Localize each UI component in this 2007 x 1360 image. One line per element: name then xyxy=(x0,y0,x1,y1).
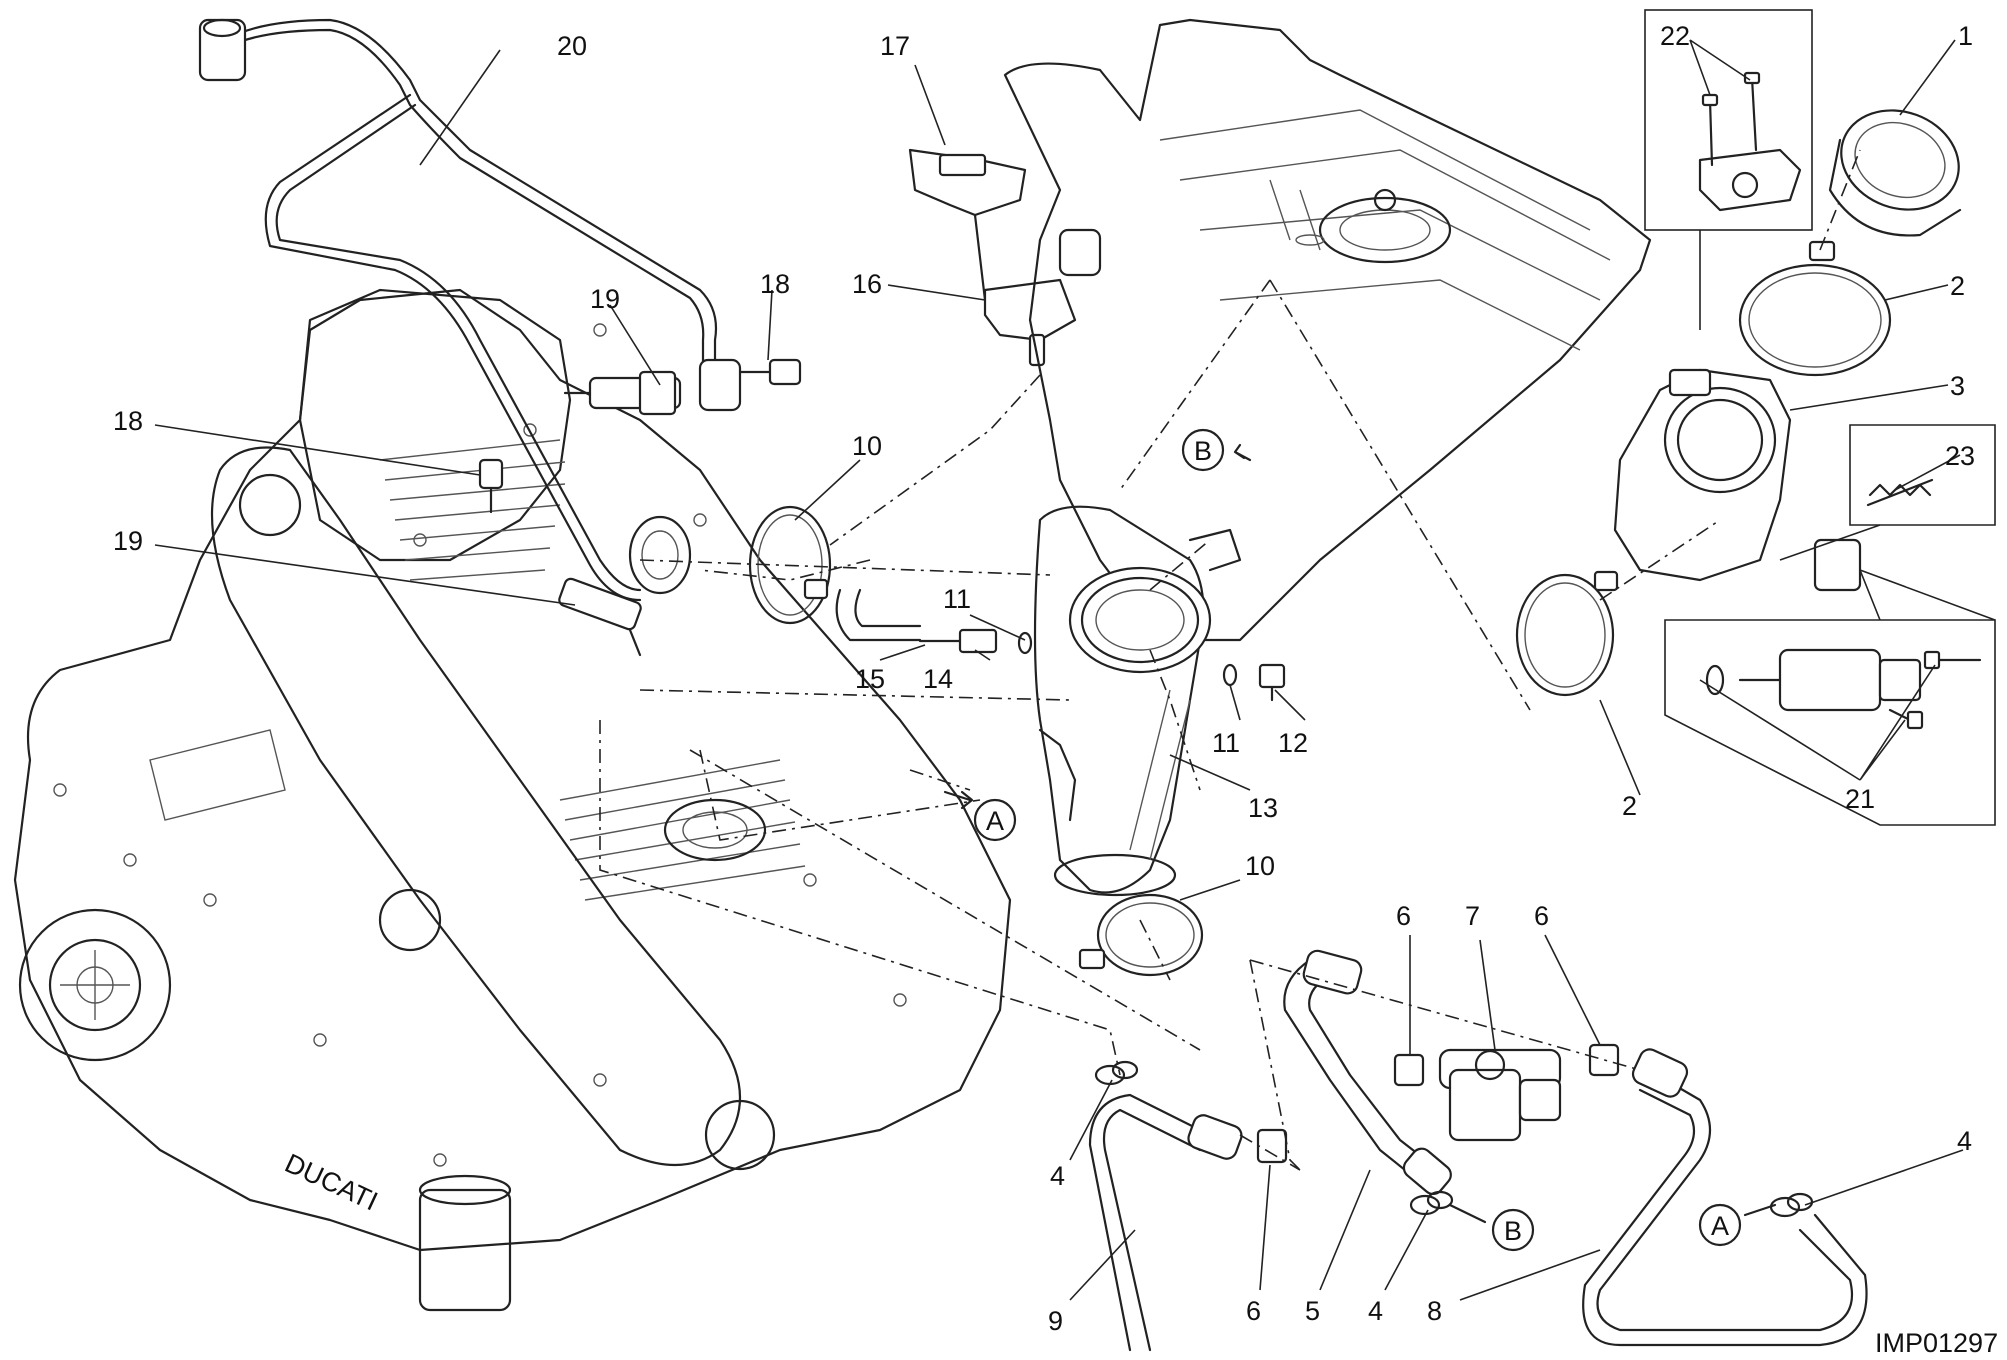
callout-6-bottom: 6 xyxy=(1246,1296,1261,1326)
callout-11-upper: 11 xyxy=(943,584,971,614)
callout-20: 20 xyxy=(557,31,587,61)
seal-11-left xyxy=(1017,631,1033,655)
hose-15 xyxy=(835,588,922,642)
callout-13: 13 xyxy=(1248,793,1278,823)
clamp-2-upper xyxy=(1738,240,1892,377)
airbox xyxy=(1003,18,1652,642)
callout-16: 16 xyxy=(852,269,882,299)
marker-a-hose-label: A xyxy=(1711,1211,1729,1241)
engine-brand-label: DUCATI xyxy=(280,1148,382,1217)
fuel-injector-lower xyxy=(558,577,642,657)
callout-22: 22 xyxy=(1660,21,1690,51)
callout-10-lower: 10 xyxy=(1245,851,1275,881)
callout-2-lower: 2 xyxy=(1622,791,1637,821)
callout-8: 8 xyxy=(1427,1296,1442,1326)
marker-a-main-label: A xyxy=(986,806,1004,836)
callout-11-lower: 11 xyxy=(1212,728,1240,758)
callout-7: 7 xyxy=(1465,901,1480,931)
intake-manifold-13 xyxy=(1033,505,1242,897)
marker-b-airbox-label: B xyxy=(1194,436,1212,466)
plug-12 xyxy=(1258,663,1286,702)
callout-numbers: 1 2 2 3 4 4 4 5 6 6 6 7 8 9 10 10 11 11 … xyxy=(113,21,1975,1336)
bolt-18-upper xyxy=(738,358,802,386)
spring-23 xyxy=(1866,478,1934,507)
clamp-10-lower xyxy=(1078,893,1204,977)
tps-sensor-22 xyxy=(1698,71,1802,212)
leader-lines xyxy=(154,39,1964,1301)
callout-4-right: 4 xyxy=(1957,1126,1972,1156)
callout-21: 21 xyxy=(1845,784,1875,814)
fitting-14 xyxy=(918,628,998,654)
callout-15: 15 xyxy=(855,664,885,694)
clip-4-mid xyxy=(1409,1190,1454,1216)
bolt-18-lower xyxy=(478,458,504,514)
hose-5 xyxy=(1283,949,1452,1196)
breather-pipe xyxy=(198,18,742,602)
callout-12: 12 xyxy=(1278,728,1308,758)
detail-box-21 xyxy=(1664,619,1996,826)
hose-9 xyxy=(1088,1093,1243,1352)
callout-18-left: 18 xyxy=(113,406,143,436)
assembly-lines xyxy=(599,149,1861,1171)
callout-9: 9 xyxy=(1048,1306,1063,1336)
marker-b-hose-label: B xyxy=(1504,1216,1522,1246)
callout-18-upper: 18 xyxy=(760,269,790,299)
map-sensor-17 xyxy=(908,148,1027,302)
detail-box-23 xyxy=(1849,424,1996,526)
callout-6-right: 6 xyxy=(1534,901,1549,931)
intake-duct-1 xyxy=(1828,109,1962,237)
clip-4-left xyxy=(1094,1060,1139,1086)
drawing-code: IMP01297 xyxy=(1875,1328,1998,1358)
callout-4-left: 4 xyxy=(1050,1161,1065,1191)
seal-11-right xyxy=(1222,663,1238,687)
clamp-10-upper xyxy=(748,505,832,625)
clamp-6-right xyxy=(1588,1043,1620,1077)
callout-19-left: 19 xyxy=(113,526,143,556)
clamp-2-lower xyxy=(1515,570,1619,697)
callout-5: 5 xyxy=(1305,1296,1320,1326)
callout-3: 3 xyxy=(1950,371,1965,401)
callout-2-upper: 2 xyxy=(1950,271,1965,301)
callout-19-upper: 19 xyxy=(590,284,620,314)
valve-7 xyxy=(1438,1048,1562,1142)
marker-a-hose: A xyxy=(1698,1203,1777,1247)
fuel-injector-upper xyxy=(563,370,682,416)
marker-a-main: A xyxy=(943,790,1017,842)
marker-b-hose: B xyxy=(1448,1203,1535,1252)
callout-4-mid: 4 xyxy=(1368,1296,1383,1326)
hose-8 xyxy=(1582,1048,1868,1347)
callout-6-left: 6 xyxy=(1396,901,1411,931)
clamp-6-mid xyxy=(1256,1128,1288,1164)
callout-14: 14 xyxy=(923,664,953,694)
callout-1: 1 xyxy=(1958,21,1973,51)
throttle-body-3 xyxy=(1613,368,1862,592)
clamp-6-left xyxy=(1393,1053,1425,1087)
marker-b-airbox: B xyxy=(1181,428,1252,472)
engine-assembly: DUCATI xyxy=(13,288,1012,1312)
callout-23: 23 xyxy=(1945,441,1975,471)
callout-17: 17 xyxy=(880,31,910,61)
idle-actuator-21 xyxy=(1705,648,1982,730)
callout-10-upper: 10 xyxy=(852,431,882,461)
detail-box-22 xyxy=(1644,9,1813,231)
